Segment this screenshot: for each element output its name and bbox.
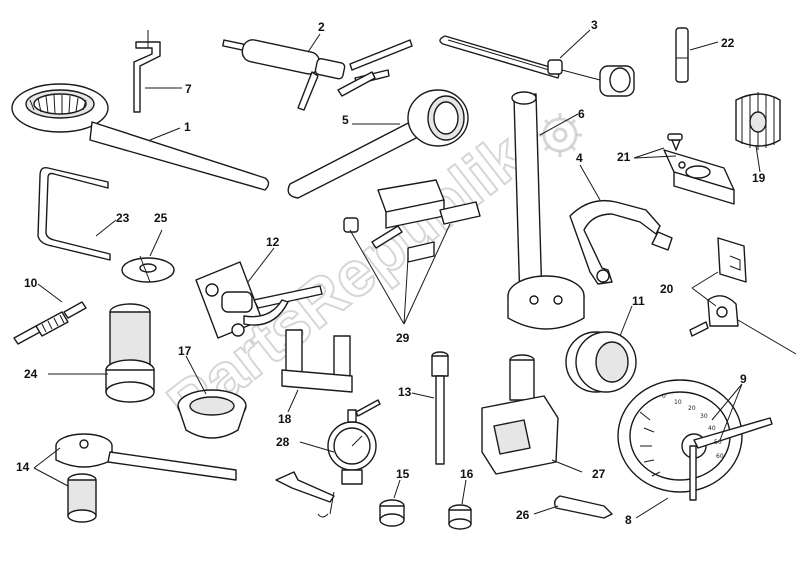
callout-27: 27 (592, 467, 606, 481)
callout-28: 28 (276, 435, 290, 449)
part-16-knob (448, 504, 472, 530)
part-20-clamp (689, 237, 797, 355)
part-11-ring-sleeve (565, 331, 637, 393)
gauge-scale-50: 50 (714, 439, 722, 446)
part-12-plate-puller (195, 261, 323, 339)
callout-14: 14 (16, 460, 30, 474)
part-14-spanner (55, 433, 237, 523)
callout-10: 10 (24, 276, 38, 290)
part-25-washer (121, 255, 175, 283)
part-4-crank (569, 199, 673, 285)
part-1-ring-spanner (11, 83, 270, 191)
part-3-rod-tool (439, 35, 635, 97)
gauge-scale-30: 30 (700, 413, 708, 420)
part-10-threaded-pin (13, 301, 87, 345)
part-5-bearing-wrench (287, 89, 469, 199)
callout-19: 19 (752, 171, 766, 185)
part-15-knob (379, 499, 405, 527)
part-23-bent-wire (37, 166, 111, 261)
leader-lines (33, 29, 761, 519)
callout-29: 29 (396, 331, 410, 345)
callout-4: 4 (576, 151, 583, 165)
callout-20: 20 (660, 282, 674, 296)
callout-17: 17 (178, 344, 192, 358)
callout-18: 18 (278, 412, 292, 426)
gauge-scale-0: 0 (662, 393, 666, 400)
part-26-tapered-tool (553, 495, 613, 519)
part-18-bracket (281, 329, 353, 393)
callout-26: 26 (516, 508, 530, 522)
gauge-scale-10: 10 (674, 399, 682, 406)
part-9-degree-wheel: 0 10 20 30 40 50 60 (617, 379, 773, 501)
gauge-scale-40: 40 (708, 425, 716, 432)
part-22-pin (675, 27, 689, 83)
part-28-dial-gauge (275, 399, 381, 518)
callout-22: 22 (721, 36, 735, 50)
part-7-hook (133, 30, 161, 113)
callout-labels: 1 2 3 4 5 6 7 8 9 10 11 12 13 14 15 16 1… (16, 18, 766, 527)
callout-23: 23 (116, 211, 130, 225)
callout-13: 13 (398, 385, 412, 399)
callout-5: 5 (342, 113, 349, 127)
callout-1: 1 (184, 120, 191, 134)
part-19-knurled-sleeve (735, 92, 781, 150)
callout-2: 2 (318, 20, 325, 34)
part-27-valve-tool (481, 354, 559, 475)
part-17-socket-cup (177, 389, 247, 439)
callout-21: 21 (617, 150, 631, 164)
callout-3: 3 (591, 18, 598, 32)
part-29-blocks (343, 179, 481, 263)
callout-7: 7 (185, 82, 192, 96)
callout-15: 15 (396, 467, 410, 481)
gauge-scale-60: 60 (716, 453, 724, 460)
callout-12: 12 (266, 235, 280, 249)
part-6-socket-bar (507, 91, 585, 330)
callout-8: 8 (625, 513, 632, 527)
part-21-plate (663, 133, 735, 205)
part-2-puller (222, 39, 413, 111)
part-13-long-pin (431, 351, 449, 465)
callout-16: 16 (460, 467, 474, 481)
callout-11: 11 (632, 294, 645, 308)
gauge-scale-20: 20 (688, 405, 696, 412)
callout-24: 24 (24, 367, 38, 381)
callout-6: 6 (578, 107, 585, 121)
callout-25: 25 (154, 211, 168, 225)
part-24-cylinder (105, 303, 155, 403)
callout-9: 9 (740, 372, 747, 386)
watermark-gear-icon (538, 113, 582, 157)
